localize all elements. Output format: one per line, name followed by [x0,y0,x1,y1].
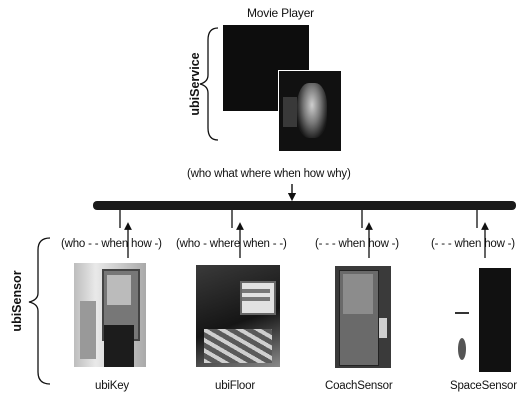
spacesensor-context: (- - - when how -) [431,238,515,250]
context-bus [93,201,516,210]
service-group-label: ubiService [188,52,202,116]
sensor-brace [28,237,51,385]
ubifloor-context: (who - where when - -) [176,238,287,250]
ubifloor-label: ubiFloor [215,380,255,392]
coachsensor-photo [335,266,391,368]
service-brace [199,27,219,141]
spacesensor-label: SpaceSensor [450,380,517,392]
coachsensor-context: (- - - when how -) [315,238,399,250]
ubikey-label: ubiKey [95,380,129,392]
service-title: Movie Player [247,6,314,20]
sensor-connectors [119,210,489,258]
ubikey-photo [74,263,146,367]
service-context-label: (who what where when how why) [187,168,351,180]
sensor-group-label: ubiSensor [10,270,24,332]
ubikey-context: (who - - when how -) [61,238,162,250]
ubifloor-photo [196,265,280,367]
movie-player-screen-front [278,70,342,152]
coachsensor-label: CoachSensor [325,380,393,392]
spacesensor-photo [449,268,511,372]
